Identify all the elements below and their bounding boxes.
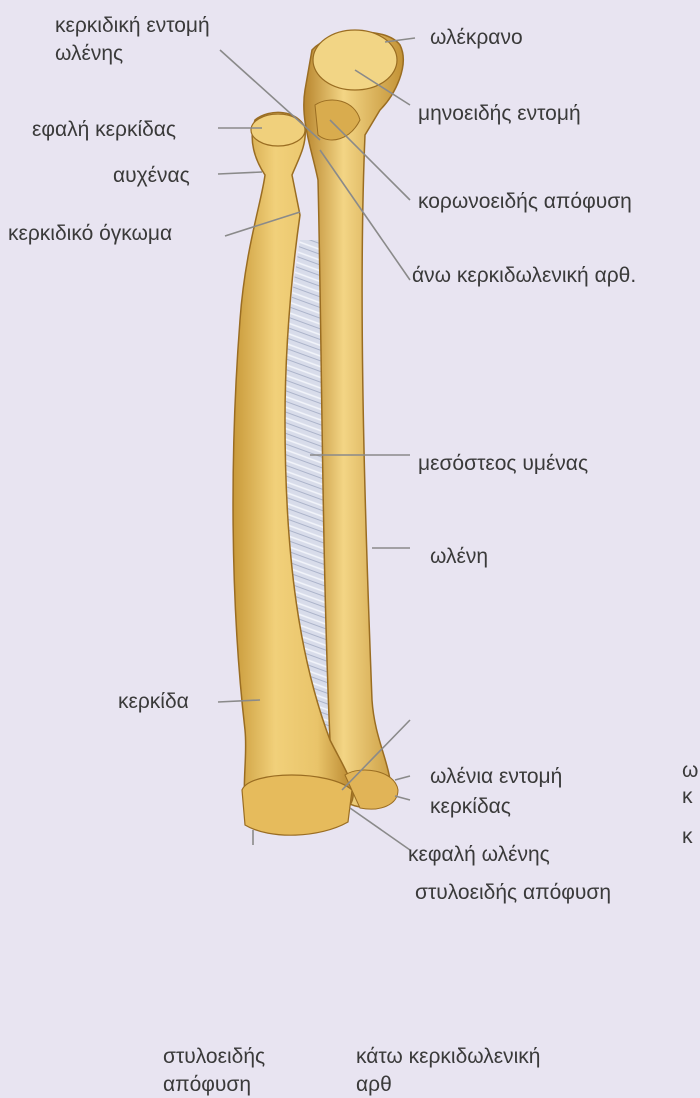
radial-styloid-label-line1: στυλοειδής	[163, 1043, 265, 1070]
radial-distal-end	[242, 775, 352, 835]
interosseous-membrane-label: μεσόστεος υμένας	[418, 450, 588, 477]
ulnar-notch-of-radius-label-line2: κερκίδας	[430, 793, 511, 820]
radial-notch-of-ulna-label-line2: ωλένης	[55, 40, 123, 67]
ulnar-notch-of-radius-label-line1: ωλένια εντομή	[430, 763, 562, 790]
radial-head-label: εφαλή κερκίδας	[32, 116, 176, 143]
radius-label: κερκίδα	[118, 688, 189, 715]
trochlear-notch-label: μηνοειδής εντομή	[418, 100, 581, 127]
olecranon-shape	[313, 30, 397, 90]
coronoid-process-label: κορωνοειδής απόφυση	[418, 188, 632, 215]
cut-label-line1: ω	[682, 757, 698, 784]
head-of-ulna-label: κεφαλή ωλένης	[408, 841, 550, 868]
distal-radioulnar-joint-label-line1: κάτω κερκιδωλενική	[356, 1043, 540, 1070]
cut-label-line2: κ	[682, 783, 693, 810]
neck-label: αυχένας	[113, 162, 190, 189]
radial-tuberosity-label: κερκιδικό όγκωμα	[8, 220, 172, 247]
ulnar-styloid-label: στυλοειδής απόφυση	[415, 879, 611, 906]
cut-label-line3: κ	[682, 823, 693, 850]
olecranon-label: ωλέκρανο	[430, 24, 523, 51]
distal-radioulnar-joint-label-line2: αρθ	[356, 1071, 392, 1098]
proximal-radioulnar-joint-label: άνω κερκιδωλενική αρθ.	[412, 262, 636, 289]
radial-notch-of-ulna-label-line1: κερκιδική εντομή	[55, 12, 210, 39]
ulna-label: ωλένη	[430, 543, 488, 570]
radial-styloid-label-line2: απόφυση	[163, 1071, 251, 1098]
